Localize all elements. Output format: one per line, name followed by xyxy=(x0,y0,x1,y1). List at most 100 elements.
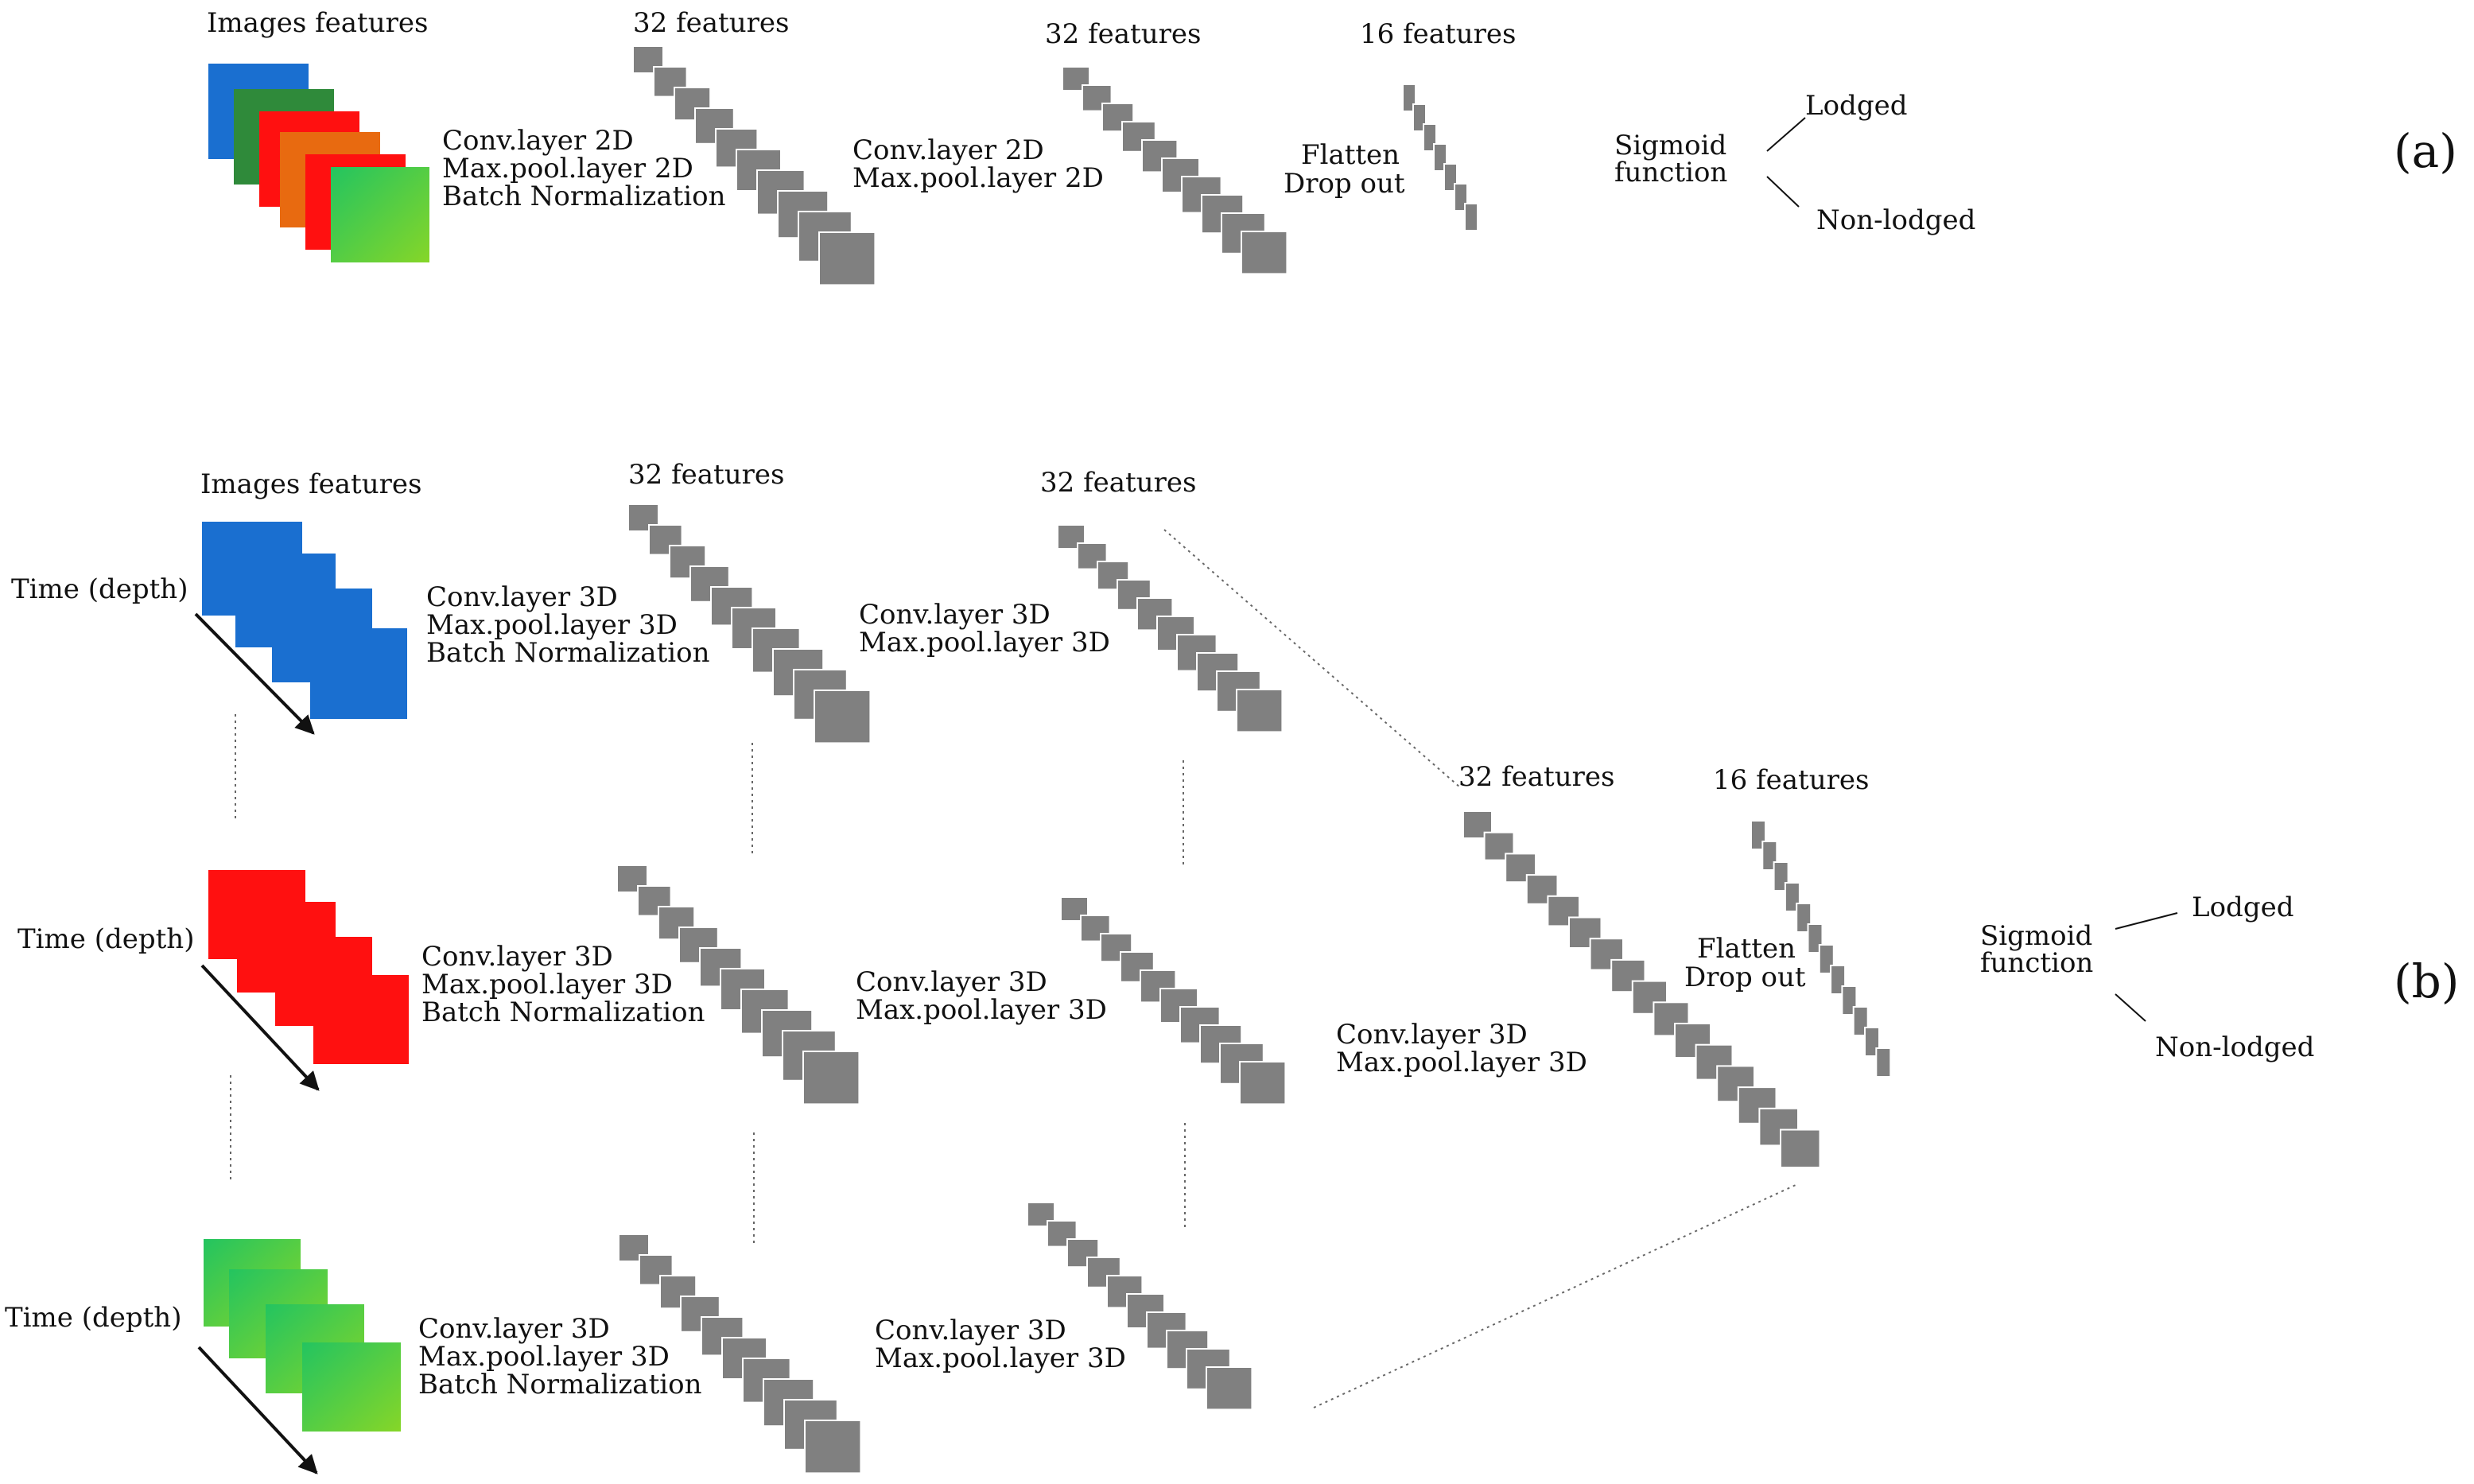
op-maxpool-3d: Max.pool.layer 3D xyxy=(875,1342,1126,1374)
output-lodged: Lodged xyxy=(2192,892,2293,923)
feature-map xyxy=(1236,689,1284,733)
panel-a-stage1-ops: Conv.layer 2D Max.pool.layer 2D Batch No… xyxy=(442,125,726,212)
output-non-lodged: Non-lodged xyxy=(2155,1031,2314,1063)
time-arrow xyxy=(197,1346,318,1474)
rgb-image-stack xyxy=(208,64,429,262)
op-batch-norm: Batch Normalization xyxy=(418,1369,702,1400)
panel-b: (b) Images features 32 features 32 featu… xyxy=(5,459,2459,1474)
image-slice-4 xyxy=(302,1342,401,1432)
feature-map xyxy=(1121,121,1156,153)
op-conv-2d: Conv.layer 2D xyxy=(442,125,634,157)
output-non-lodged: Non-lodged xyxy=(1816,204,1975,236)
image-layer-ndvi xyxy=(331,167,429,262)
panel-a-input-title: Images features xyxy=(207,7,428,39)
sigmoid-label: Sigmoid xyxy=(1614,130,1726,161)
function-label: function xyxy=(1614,157,1727,188)
op-conv-3d: Conv.layer 3D xyxy=(1336,1019,1528,1051)
row-separators xyxy=(230,714,1186,1247)
row-red: Time (depth) Conv.layer 3D Max.pool.laye… xyxy=(17,864,1287,1105)
row-blue-stage1-ops: Conv.layer 3D Max.pool.layer 3D Batch No… xyxy=(426,581,710,669)
row-red-stage1-ops: Conv.layer 3D Max.pool.layer 3D Batch No… xyxy=(421,941,705,1028)
feature-map xyxy=(1780,1129,1821,1168)
feature-map xyxy=(814,690,872,744)
op-conv-3d: Conv.layer 3D xyxy=(856,966,1047,998)
panel-b-flatten-vector xyxy=(1750,820,1892,1078)
row-green-stage2-ops: Conv.layer 3D Max.pool.layer 3D xyxy=(875,1315,1126,1374)
feature-map xyxy=(1206,1366,1253,1411)
row-blue: Time (depth) Conv.layer 3D Max.pool.laye… xyxy=(11,503,1284,744)
panel-a-stage2-title: 32 features xyxy=(1045,18,1201,50)
panel-a-stage1-title: 32 features xyxy=(633,7,789,39)
op-conv-3d: Conv.layer 3D xyxy=(426,581,618,613)
op-maxpool-3d: Max.pool.layer 3D xyxy=(856,994,1107,1026)
image-slice-4 xyxy=(310,628,407,719)
feature-map xyxy=(802,1051,860,1105)
panel-a-flatten-vector xyxy=(1402,84,1478,231)
branch-line-lodged xyxy=(2115,912,2178,930)
op-batch-norm: Batch Normalization xyxy=(426,637,710,669)
panel-a-stage3-title: 16 features xyxy=(1360,18,1516,50)
green-image-stack xyxy=(204,1239,401,1432)
op-conv-3d: Conv.layer 3D xyxy=(875,1315,1066,1346)
sigmoid-label: Sigmoid xyxy=(1980,920,2092,952)
op-flatten: Flatten xyxy=(1301,139,1400,171)
panel-b-stage4-title: 16 features xyxy=(1713,764,1869,796)
row-green-stage2-feature-maps xyxy=(1027,1202,1253,1411)
feature-map xyxy=(1737,1086,1777,1125)
op-conv-2d: Conv.layer 2D xyxy=(853,134,1044,166)
feature-map xyxy=(1483,831,1515,861)
feature-map xyxy=(804,1420,862,1474)
op-maxpool-3d: Max.pool.layer 3D xyxy=(421,969,673,1000)
time-arrow xyxy=(194,612,315,735)
branch-line-non-lodged xyxy=(1766,176,1800,208)
op-batch-norm: Batch Normalization xyxy=(421,996,705,1028)
feature-map xyxy=(618,1233,650,1262)
op-maxpool-3d: Max.pool.layer 3D xyxy=(1336,1047,1587,1078)
op-flatten: Flatten xyxy=(1697,933,1796,965)
op-maxpool-3d: Max.pool.layer 3D xyxy=(418,1341,670,1373)
time-depth-label: Time (depth) xyxy=(17,923,194,955)
function-label: function xyxy=(1980,947,2093,979)
red-image-stack xyxy=(208,870,409,1064)
feature-map xyxy=(1547,895,1581,927)
row-green-stage1-ops: Conv.layer 3D Max.pool.layer 3D Batch No… xyxy=(418,1313,702,1400)
time-depth-label: Time (depth) xyxy=(11,573,188,605)
row-blue-stage2-feature-maps xyxy=(1057,524,1284,733)
image-slice-4 xyxy=(313,975,409,1064)
op-maxpool-2d: Max.pool.layer 2D xyxy=(442,153,693,185)
blue-image-stack xyxy=(202,522,407,719)
feature-map xyxy=(1464,203,1478,231)
row-red-stage1-feature-maps xyxy=(616,864,860,1105)
feature-map xyxy=(653,66,688,98)
op-conv-3d: Conv.layer 3D xyxy=(418,1313,610,1345)
op-dropout: Drop out xyxy=(1684,961,1806,993)
row-red-stage2-feature-maps xyxy=(1060,896,1287,1105)
panel-a-label: (a) xyxy=(2394,124,2457,178)
panel-a: (a) Images features Conv.layer 2D Max.po… xyxy=(207,7,2457,286)
panel-a-stage2-feature-maps xyxy=(1062,66,1288,275)
feature-map xyxy=(616,864,648,893)
panel-b-stage3-title: 32 features xyxy=(1458,761,1614,793)
op-maxpool-2d: Max.pool.layer 2D xyxy=(853,162,1104,194)
feature-map xyxy=(1875,1047,1892,1078)
op-dropout: Drop out xyxy=(1284,168,1405,200)
row-green: Time (depth) Conv.layer 3D Max.pool.laye… xyxy=(5,1202,1253,1474)
row-blue-stage2-ops: Conv.layer 3D Max.pool.layer 3D xyxy=(859,599,1110,658)
panel-b-stage1-title: 32 features xyxy=(628,459,784,491)
branch-line-non-lodged xyxy=(2115,993,2146,1022)
panel-a-stage1-feature-maps xyxy=(632,45,876,286)
panel-b-classifier: Sigmoid function xyxy=(1980,920,2101,979)
merge-line-bottom xyxy=(1313,1184,1796,1408)
feature-map xyxy=(818,231,876,286)
panel-b-input-title: Images features xyxy=(200,468,421,500)
feature-map xyxy=(1239,1061,1287,1105)
feature-map xyxy=(639,1254,674,1286)
branch-line-lodged xyxy=(1766,117,1806,152)
feature-map xyxy=(1241,231,1288,275)
panel-a-stage2-ops: Conv.layer 2D Max.pool.layer 2D xyxy=(853,134,1104,194)
op-conv-3d: Conv.layer 3D xyxy=(859,599,1051,631)
op-batch-norm: Batch Normalization xyxy=(442,181,726,212)
op-maxpool-3d: Max.pool.layer 3D xyxy=(859,627,1110,658)
